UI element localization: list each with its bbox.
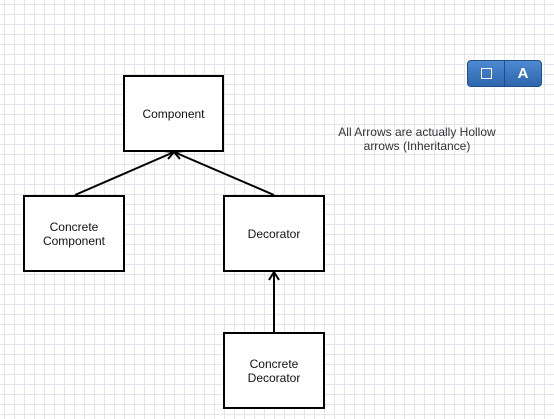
edge-concrete-component-to-component[interactable] bbox=[74, 150, 177, 196]
annotation-note-text: All Arrows are actually Hollow arrows (I… bbox=[338, 125, 496, 153]
component-node[interactable]: Component bbox=[123, 75, 224, 152]
edge-decorator-to-component[interactable] bbox=[171, 150, 275, 196]
text-tool-button[interactable]: A bbox=[504, 61, 541, 86]
edge-arrowhead bbox=[268, 270, 280, 281]
edge-arrowhead bbox=[163, 150, 177, 160]
concrete-decorator-label: Concrete Decorator bbox=[247, 356, 301, 385]
concrete-component-node[interactable]: Concrete Component bbox=[23, 195, 125, 272]
square-icon bbox=[480, 68, 492, 79]
annotation-note[interactable]: All Arrows are actually Hollow arrows (I… bbox=[338, 125, 496, 153]
component-label: Component bbox=[142, 106, 205, 121]
shape-tool-button[interactable] bbox=[468, 61, 504, 86]
decorator-node[interactable]: Decorator bbox=[223, 195, 325, 272]
edge-arrowhead bbox=[171, 150, 185, 160]
decorator-label: Decorator bbox=[247, 226, 301, 241]
concrete-decorator-node[interactable]: Concrete Decorator bbox=[223, 332, 325, 409]
edge-concrete-decorator-to-decorator[interactable] bbox=[268, 270, 280, 332]
floating-toolbar: A bbox=[467, 60, 542, 87]
text-icon: A bbox=[517, 65, 529, 82]
concrete-component-label: Concrete Component bbox=[42, 219, 106, 248]
